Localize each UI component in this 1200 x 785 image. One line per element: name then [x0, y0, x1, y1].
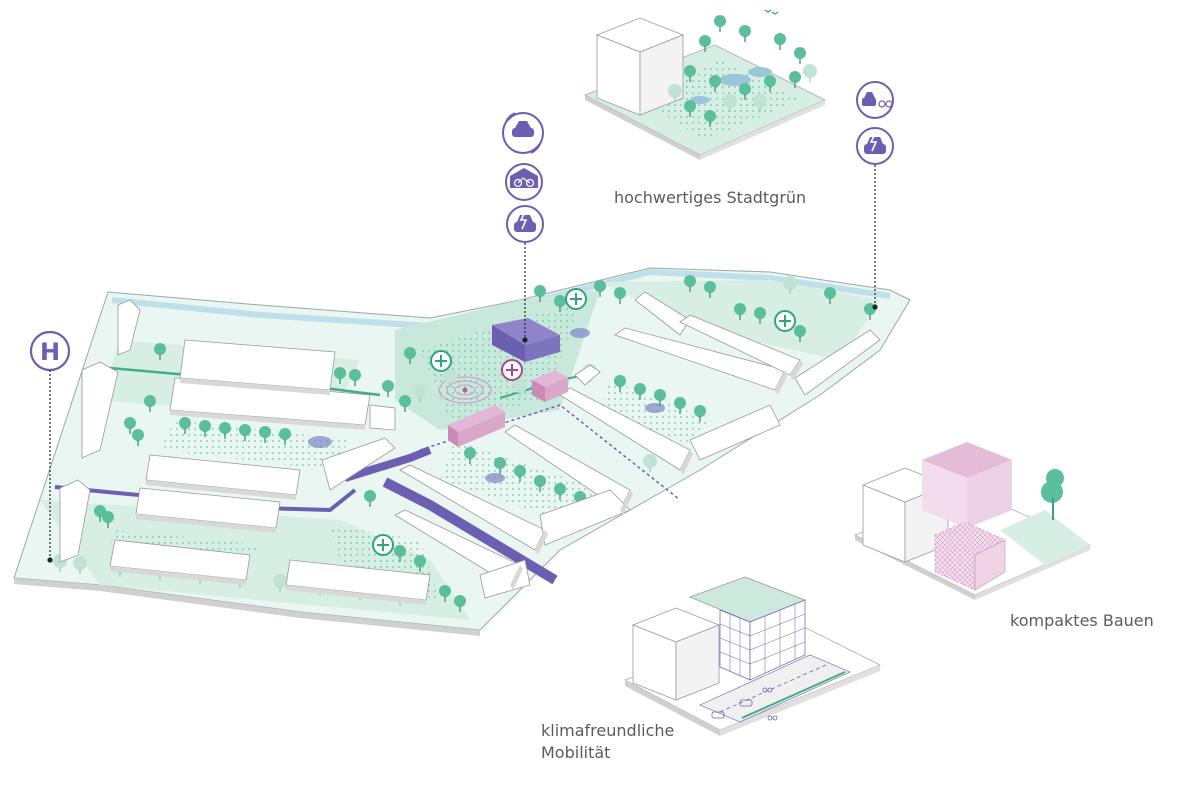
inset-compact-lawn	[1000, 510, 1090, 565]
hub-icon-column	[502, 112, 544, 343]
inset-compact-stack	[934, 521, 1006, 591]
caption-mobility: klimafreundliche Mobilität	[541, 720, 674, 764]
bus-stop-letter: H	[40, 338, 60, 366]
plaza-point	[462, 387, 468, 393]
bus-stop-marker[interactable]: H	[29, 330, 71, 563]
mobility-street-main	[343, 446, 432, 482]
plus-markers	[372, 288, 796, 556]
caption-mobility-line1: klimafreundliche	[541, 721, 675, 740]
pond	[645, 403, 665, 413]
inset-compact-building	[854, 442, 1091, 600]
caption-compact-building: kompaktes Bauen	[1010, 611, 1154, 630]
east-dot	[872, 304, 878, 310]
green-plus-icon[interactable]	[372, 534, 394, 556]
plaza-rings	[438, 376, 492, 404]
building-shadows	[110, 360, 803, 605]
pond	[570, 328, 590, 338]
community-building-large	[448, 405, 505, 447]
pond	[485, 473, 505, 483]
mobility-street-diagonal	[382, 477, 558, 585]
green-plus-icon[interactable]	[565, 288, 587, 310]
pond	[308, 436, 332, 448]
inset-mobility-road	[699, 654, 851, 723]
carsharing-icon[interactable]	[502, 112, 544, 154]
east-icon-column	[856, 81, 894, 310]
courtyard-dots-1	[160, 420, 350, 470]
ev-charging-icon[interactable]	[506, 205, 544, 243]
ev-charging-icon[interactable]	[856, 127, 894, 165]
inset-compact-tree	[1041, 469, 1064, 520]
green-plus-icon[interactable]	[430, 350, 452, 372]
district-edge-shadow	[14, 578, 480, 636]
car-bike-icon[interactable]	[856, 81, 894, 119]
bike-garage-icon[interactable]	[505, 163, 543, 201]
residential-buildings	[59, 291, 881, 601]
bus-stop-dot	[47, 557, 53, 563]
caption-mobility-line2: Mobilität	[541, 743, 611, 762]
hub-dot	[522, 337, 528, 343]
mobility-hub-building	[492, 318, 560, 362]
green-plus-icon[interactable]	[774, 310, 796, 332]
inset-mobility	[624, 576, 881, 736]
community-building-small	[532, 370, 568, 402]
bird-icon	[764, 9, 779, 15]
district-plan	[13, 267, 911, 636]
caption-urban-green: hochwertiges Stadtgrün	[614, 188, 807, 207]
pink-plus-icon[interactable]	[501, 359, 523, 381]
inset-mobility-vehicles	[711, 687, 778, 721]
inset-urban-green	[584, 9, 826, 160]
